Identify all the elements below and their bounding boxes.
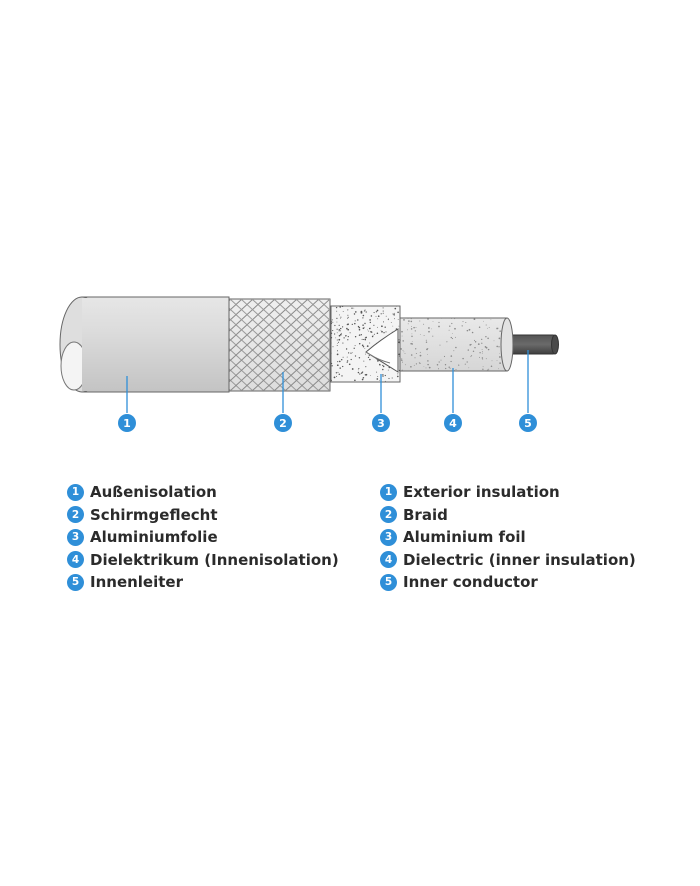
legend-number-badge: 4 bbox=[380, 551, 397, 569]
legend-label: Aluminiumfolie bbox=[90, 528, 218, 547]
legend-number-badge: 3 bbox=[67, 528, 84, 546]
legend-label: Dielectric (inner insulation) bbox=[403, 550, 636, 569]
legend-item: 3 Aluminium foil bbox=[380, 526, 636, 549]
callout-number-4: 4 bbox=[449, 417, 457, 430]
callout-marker-1: 1 bbox=[118, 414, 136, 432]
legend-item: 1 Exterior insulation bbox=[380, 481, 636, 504]
legend-item: 5 Inner conductor bbox=[380, 571, 636, 594]
legend-label: Braid bbox=[403, 505, 448, 524]
callout-number-2: 2 bbox=[279, 417, 287, 430]
legend-english: 1 Exterior insulation 2 Braid 3 Aluminiu… bbox=[380, 481, 636, 594]
legend-number-badge: 2 bbox=[67, 506, 84, 524]
dielectric-layer bbox=[399, 317, 514, 372]
legend-label: Inner conductor bbox=[403, 573, 538, 592]
legend-german: 1 Außenisolation 2 Schirmgeflecht 3 Alum… bbox=[67, 481, 339, 594]
callout-number-5: 5 bbox=[524, 417, 532, 430]
legend-item: 4 Dielectric (inner insulation) bbox=[380, 549, 636, 572]
legend-item: 2 Braid bbox=[380, 504, 636, 527]
legend-label: Schirmgeflecht bbox=[90, 505, 218, 524]
legend-number-badge: 5 bbox=[380, 573, 397, 591]
callout-number-1: 1 bbox=[123, 417, 131, 430]
legend-item: 2 Schirmgeflecht bbox=[67, 504, 339, 527]
legend-item: 5 Innenleiter bbox=[67, 571, 339, 594]
inner-conductor bbox=[504, 334, 559, 355]
callout-lines bbox=[126, 350, 529, 413]
legend-label: Innenleiter bbox=[90, 573, 183, 592]
callout-number-3: 3 bbox=[377, 417, 385, 430]
legend-number-badge: 1 bbox=[67, 483, 84, 501]
aluminium-foil-layer bbox=[330, 305, 401, 383]
legend-number-badge: 1 bbox=[380, 483, 397, 501]
legend-number-badge: 5 bbox=[67, 573, 84, 591]
legend-item: 1 Außenisolation bbox=[67, 481, 339, 504]
legend-label: Aluminium foil bbox=[403, 528, 526, 547]
legend-item: 4 Dielektrikum (Innenisolation) bbox=[67, 549, 339, 572]
callout-marker-4: 4 bbox=[444, 414, 462, 432]
legend-number-badge: 2 bbox=[380, 506, 397, 524]
braid-layer bbox=[228, 298, 331, 392]
callout-marker-3: 3 bbox=[372, 414, 390, 432]
callout-marker-5: 5 bbox=[519, 414, 537, 432]
legend-number-badge: 4 bbox=[67, 551, 84, 569]
exterior-jacket bbox=[59, 296, 230, 393]
legend-number-badge: 3 bbox=[380, 528, 397, 546]
legend-label: Exterior insulation bbox=[403, 483, 560, 502]
legend-label: Außenisolation bbox=[90, 483, 217, 502]
legend-label: Dielektrikum (Innenisolation) bbox=[90, 550, 339, 569]
callout-marker-2: 2 bbox=[274, 414, 292, 432]
coax-cable-diagram: 1 2 3 4 5 bbox=[59, 296, 559, 432]
legend-item: 3 Aluminiumfolie bbox=[67, 526, 339, 549]
